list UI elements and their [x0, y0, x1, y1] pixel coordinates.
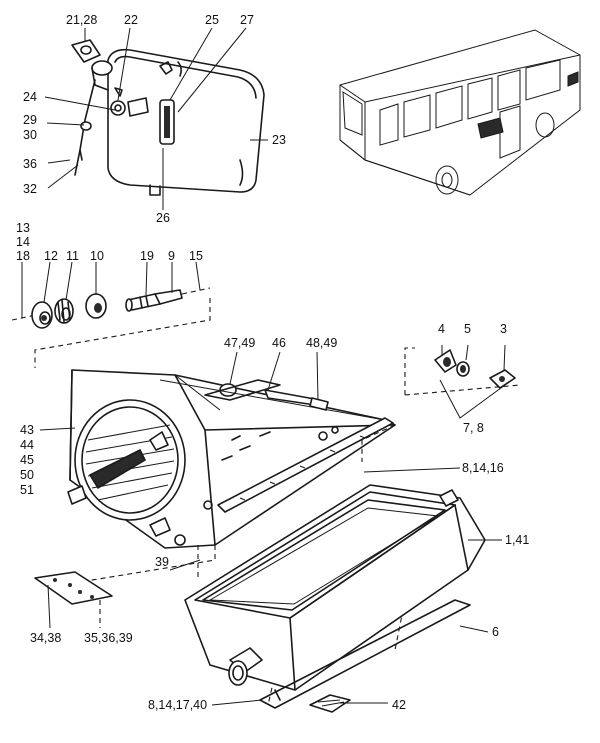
part-10-seal	[85, 293, 107, 319]
tank-leader-lines	[44, 27, 268, 210]
heater-housing	[67, 369, 396, 549]
valve-parts-row	[11, 287, 211, 329]
part-12-ring	[31, 301, 53, 329]
label-51: 51	[20, 483, 34, 497]
label-18: 18	[16, 249, 30, 263]
label-23: 23	[272, 133, 286, 147]
label-24: 24	[23, 90, 37, 104]
heat-exchanger	[184, 484, 502, 713]
valve-leader-lines	[21, 261, 201, 318]
label-35-36-39: 35,36,39	[84, 631, 133, 645]
label-12: 12	[44, 249, 58, 263]
mounting-plate	[34, 559, 201, 629]
part-3-flange	[489, 369, 516, 389]
label-14: 14	[16, 235, 30, 249]
label-21-28: 21,28	[66, 13, 97, 27]
label-8-14-17-40: 8,14,17,40	[148, 698, 207, 712]
label-30: 30	[23, 128, 37, 142]
label-25: 25	[205, 13, 219, 27]
label-19: 19	[140, 249, 154, 263]
part-19-valve	[125, 289, 183, 312]
label-46: 46	[272, 336, 286, 350]
gasket-strip	[217, 417, 461, 513]
label-11: 11	[66, 249, 79, 263]
part-5-gasket	[456, 361, 470, 377]
part-11-washer	[54, 298, 74, 324]
label-26: 26	[156, 211, 170, 225]
label-13: 13	[16, 221, 30, 235]
label-6: 6	[492, 625, 499, 639]
label-27: 27	[240, 13, 254, 27]
label-47-49: 47,49	[224, 336, 255, 350]
label-4: 4	[438, 322, 445, 336]
label-50: 50	[20, 468, 34, 482]
housing-leader-lines	[39, 351, 319, 431]
bus-illustration	[339, 29, 581, 196]
label-32: 32	[23, 182, 37, 196]
label-10: 10	[90, 249, 104, 263]
connector-dash	[34, 298, 211, 368]
label-48-49: 48,49	[306, 336, 337, 350]
label-34-38: 34,38	[30, 631, 61, 645]
label-5: 5	[464, 322, 471, 336]
label-1-41: 1,41	[505, 533, 529, 547]
label-15: 15	[189, 249, 203, 263]
label-39: 39	[155, 555, 169, 569]
callout-labels: 21,28 22 25 27 24 29 30 23 36 32 26 13 1…	[16, 13, 529, 712]
label-45: 45	[20, 453, 34, 467]
label-29: 29	[23, 113, 37, 127]
coolant-tank	[71, 39, 265, 196]
label-9: 9	[168, 249, 175, 263]
label-36: 36	[23, 157, 37, 171]
label-8-14-16: 8,14,16	[462, 461, 504, 475]
label-44: 44	[20, 438, 34, 452]
label-43: 43	[20, 423, 34, 437]
label-22: 22	[124, 13, 138, 27]
label-3: 3	[500, 322, 507, 336]
label-42: 42	[392, 698, 406, 712]
part-4-elbow	[434, 349, 457, 373]
outlet-parts	[404, 344, 521, 419]
label-7-8: 7, 8	[463, 421, 484, 435]
